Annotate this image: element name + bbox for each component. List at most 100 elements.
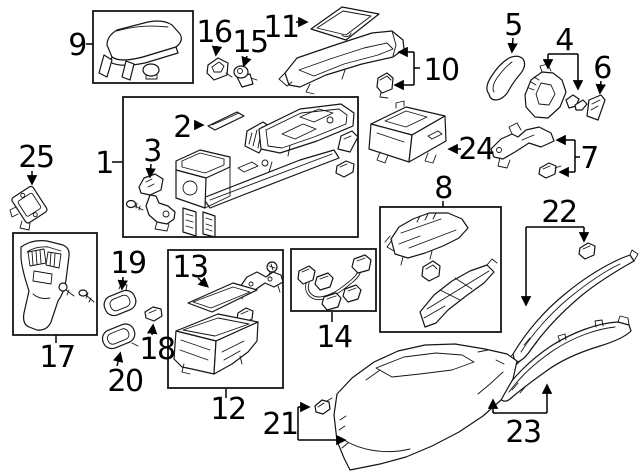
screws-17-art: [58, 282, 95, 303]
bracket-6-art: [586, 94, 606, 121]
callout-9-label[interactable]: 9: [68, 28, 87, 63]
cap-20-tab: [131, 342, 139, 347]
callout-12-label[interactable]: 12: [210, 392, 247, 427]
callout-11: 11: [263, 10, 309, 45]
callout-20-label[interactable]: 20: [107, 364, 144, 399]
harness-14-art: [297, 254, 372, 311]
callout-24: 24: [447, 132, 495, 167]
group-boxes: [12, 10, 502, 389]
callout-24-label[interactable]: 24: [458, 132, 495, 167]
callout-2: 2: [173, 110, 205, 145]
callout-13-leader: [197, 276, 209, 288]
callout-20-leader: [112, 351, 124, 367]
armrest-assembly-art: [98, 20, 182, 81]
callout-15: 15: [232, 25, 269, 68]
outlet-unit-24-art: [368, 100, 447, 164]
callout-12: 12: [210, 389, 247, 427]
box-14-border: [290, 248, 377, 312]
duct-8-art: [384, 212, 469, 266]
callout-6-label[interactable]: 6: [593, 51, 613, 86]
callout-23: 23: [487, 383, 553, 450]
callout-8-label[interactable]: 8: [434, 171, 454, 206]
callout-7-leader: [574, 140, 580, 172]
callout-25-label[interactable]: 25: [18, 140, 55, 175]
callout-10: 10: [393, 46, 460, 91]
callout-20: 20: [107, 351, 144, 399]
callout-4: 4: [542, 23, 584, 91]
box-17-border: [12, 232, 98, 336]
callout-22: 22: [520, 195, 590, 307]
callout-16-leader: [211, 45, 223, 57]
tray-mat-11-art: [310, 6, 380, 41]
callout-18-label[interactable]: 18: [139, 332, 176, 367]
callout-7-label[interactable]: 7: [580, 141, 599, 176]
callout-17: 17: [39, 335, 76, 375]
callout-15-leader: [241, 55, 252, 68]
clip-7-art: [538, 162, 562, 179]
callout-6-leader: [595, 80, 606, 95]
callouts: 1 2 3 4 5 6 7: [18, 8, 613, 450]
clip-4-art: [565, 94, 588, 111]
callout-8: 8: [434, 171, 454, 207]
callout-13-label[interactable]: 13: [172, 250, 209, 285]
socket-19-art: [103, 289, 137, 317]
box-8-border: [379, 206, 502, 333]
callout-15-label[interactable]: 15: [232, 25, 269, 60]
callout-14-label[interactable]: 14: [316, 320, 353, 355]
bracket-7-art: [490, 122, 555, 169]
clip-22-art: [578, 242, 596, 260]
grommet-15-art: [233, 65, 258, 88]
callout-5: 5: [504, 8, 523, 54]
rear-panel-17-art: [20, 240, 70, 331]
callout-22-label[interactable]: 22: [541, 195, 578, 230]
callout-7: 7: [555, 134, 599, 178]
kick-panel-8-art: [419, 258, 498, 328]
storage-box-12-art: [173, 261, 284, 375]
box-12-border: [167, 249, 284, 389]
callout-9: 9: [68, 28, 93, 63]
callout-14: 14: [316, 312, 353, 355]
clip-21-art: [314, 397, 333, 415]
callout-5-label[interactable]: 5: [504, 8, 523, 43]
callout-21: 21: [262, 401, 347, 446]
callout-19-label[interactable]: 19: [110, 246, 147, 281]
bracket-3-art: [125, 173, 176, 232]
box-9-border: [92, 10, 194, 84]
callout-10-leader: [413, 52, 420, 85]
callout-10-label[interactable]: 10: [423, 53, 460, 88]
callout-21-label[interactable]: 21: [262, 407, 299, 442]
callout-19-leader: [117, 276, 128, 291]
callout-4-label[interactable]: 4: [555, 23, 575, 58]
callout-2-label[interactable]: 2: [173, 110, 192, 145]
callout-3: 3: [143, 134, 162, 179]
callout-5-leader: [507, 37, 518, 54]
callout-25: 25: [18, 140, 55, 186]
bracket-25-art: [9, 185, 48, 231]
box-1-border: [122, 96, 359, 238]
panel-23-art: [500, 315, 632, 402]
console-body-21-art: [333, 343, 518, 471]
callout-18: 18: [139, 323, 176, 367]
callout-11-label[interactable]: 11: [263, 10, 300, 45]
callout-17-label[interactable]: 17: [39, 340, 76, 375]
clip-8-art: [421, 260, 441, 282]
cap-20-art: [101, 323, 136, 350]
callout-6: 6: [593, 51, 613, 95]
callout-3-leader: [145, 163, 156, 179]
callout-18-leader: [146, 323, 158, 336]
callout-13: 13: [172, 250, 209, 288]
clip-10-art: [376, 72, 394, 99]
callout-3-label[interactable]: 3: [143, 134, 162, 169]
callout-23-label[interactable]: 23: [505, 415, 542, 450]
shift-bezel-4-art: [524, 63, 567, 119]
callout-1: 1: [95, 146, 122, 181]
boot-5-art: [486, 55, 526, 101]
clip-16-art: [206, 57, 233, 81]
trim-strip-2-art: [207, 111, 245, 131]
callout-1-label[interactable]: 1: [95, 146, 114, 181]
callout-16-label[interactable]: 16: [196, 15, 233, 50]
callout-19: 19: [110, 246, 147, 291]
console-frame-1-art: [175, 103, 359, 238]
